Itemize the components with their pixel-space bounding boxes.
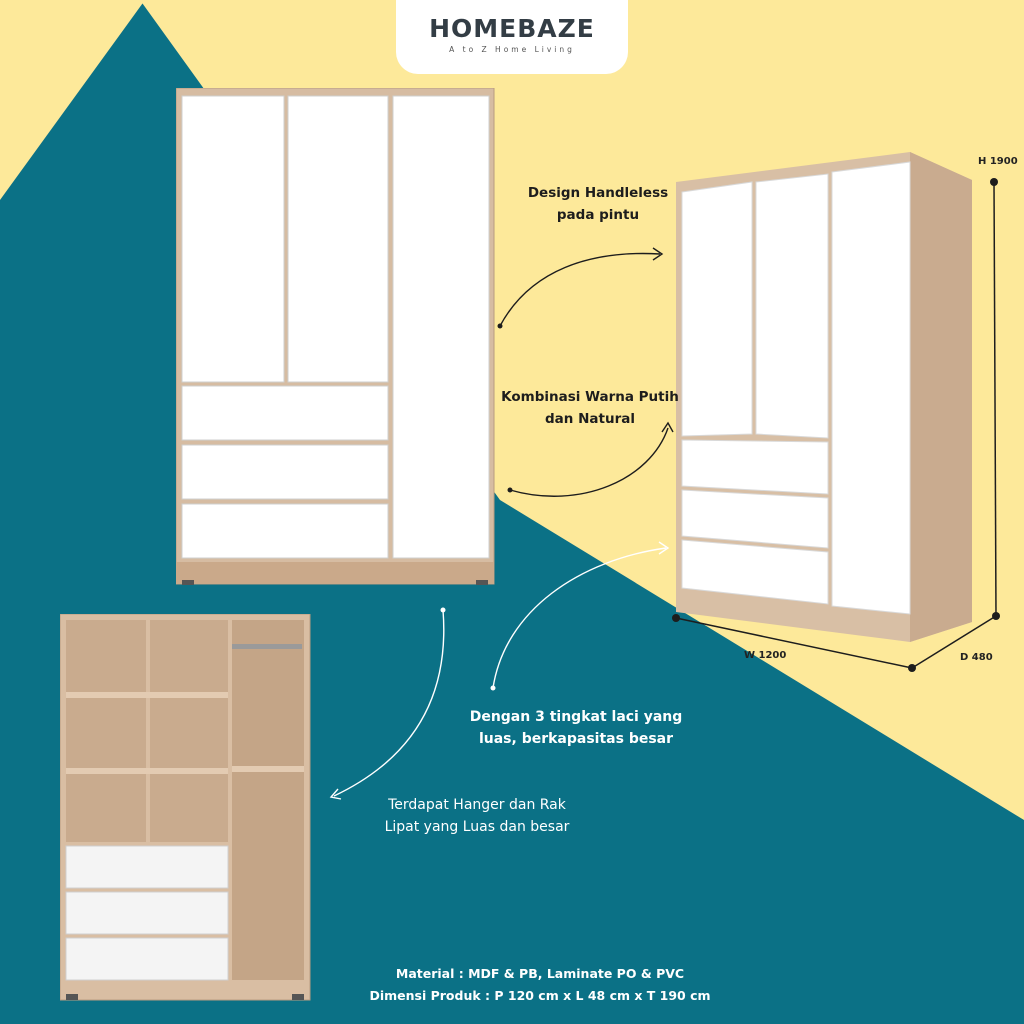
curved-arrow-icon [333, 609, 445, 797]
door-right [392, 95, 490, 559]
drawer-3 [181, 503, 389, 559]
height-line [993, 181, 997, 617]
curved-arrow-icon [509, 427, 669, 497]
callout-drawers-line2: luas, berkapasitas besar [478, 731, 674, 747]
drawer-1 [681, 439, 829, 495]
callout-hanger-line2: Lipat yang Luas dan besar [384, 819, 570, 835]
spec-size: Dimensi Produk : P 120 cm x L 48 cm x T … [369, 988, 711, 1003]
brand-name: HOMEBAZE [429, 14, 595, 43]
door-left [181, 95, 285, 383]
curved-arrow-icon [499, 252, 661, 327]
width-label: W 1200 [744, 650, 787, 661]
depth-line [911, 615, 997, 669]
wardrobe-front-view [176, 88, 495, 585]
yellow-corner [0, 0, 145, 200]
callout-handleless-line1: Design Handleless [527, 185, 669, 201]
wardrobe-interior-view [60, 614, 311, 1001]
callout-handleless: Design Handleless pada pintu [510, 182, 686, 226]
callout-drawers-line1: Dengan 3 tingkat laci yang [469, 709, 683, 725]
callout-color-combo-line1: Kombinasi Warna Putih [501, 389, 679, 405]
hanger-rod [232, 644, 302, 649]
logo-card: HOMEBAZE A to Z Home Living [396, 0, 628, 74]
drawer-1 [181, 385, 389, 441]
drawer-3 [681, 539, 829, 605]
callout-drawers: Dengan 3 tingkat laci yang luas, berkapa… [436, 706, 716, 750]
door-middle [287, 95, 389, 383]
door-2 [755, 173, 829, 439]
callout-hanger-line1: Terdapat Hanger dan Rak [388, 797, 566, 813]
height-label: H 1900 [978, 156, 1018, 167]
callout-handleless-line2: pada pintu [556, 207, 640, 223]
drawer-2 [181, 444, 389, 500]
callout-color-combo: Kombinasi Warna Putih dan Natural [492, 386, 688, 430]
drawer-2 [681, 489, 829, 549]
wardrobe-perspective-view [676, 152, 972, 642]
width-line [675, 617, 913, 669]
depth-label: D 480 [960, 652, 993, 663]
spec-material: Material : MDF & PB, Laminate PO & PVC [395, 966, 685, 981]
door-3 [831, 161, 911, 615]
callout-color-combo-line2: dan Natural [545, 411, 635, 427]
brand-tagline: A to Z Home Living [449, 45, 575, 54]
door-1 [681, 181, 753, 437]
callout-hanger: Terdapat Hanger dan Rak Lipat yang Luas … [332, 794, 622, 838]
curved-arrow-icon [492, 547, 667, 689]
